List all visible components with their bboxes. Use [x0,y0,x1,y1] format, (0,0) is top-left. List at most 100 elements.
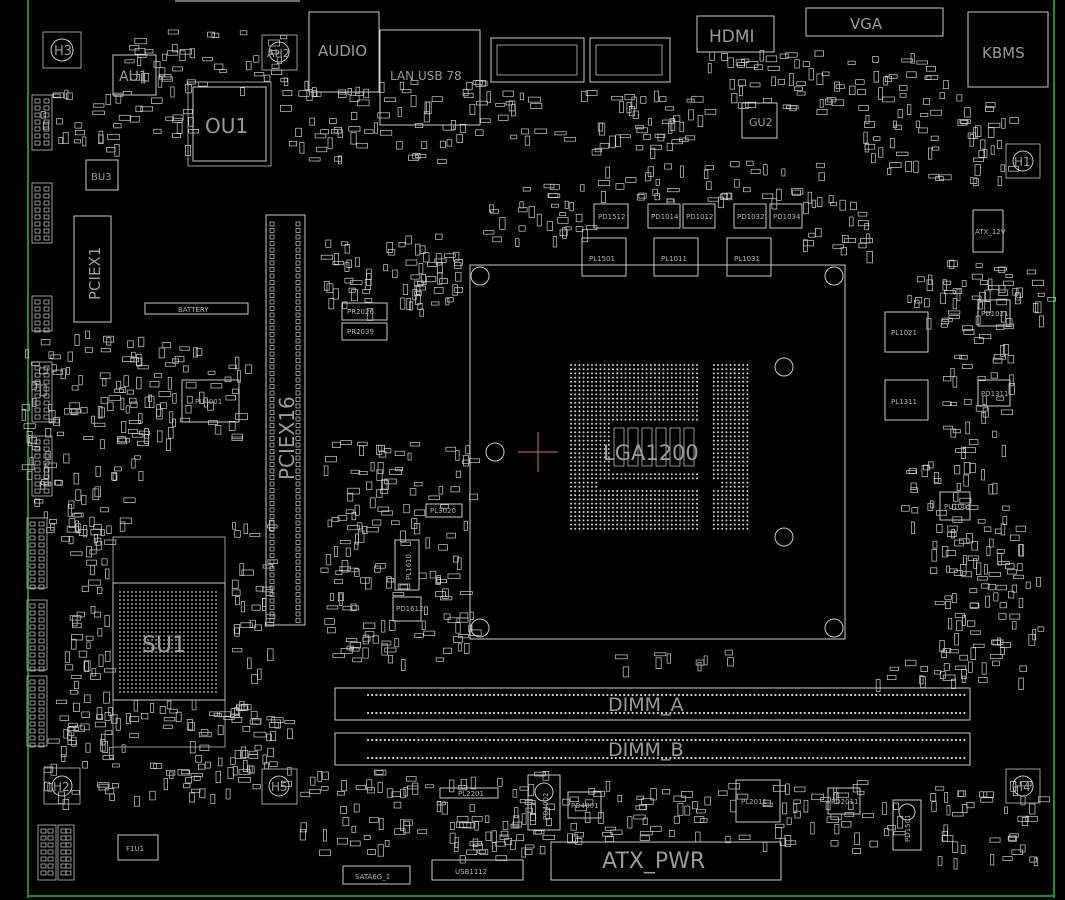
inductor-pl3020: PL3020 [425,503,463,518]
svg-text:DIMM_B: DIMM_B [608,739,684,761]
svg-text:F1U1: F1U1 [126,845,144,853]
mosfet-pd1012: PD1012 [682,203,716,229]
mount-hole-h1: H1 [1005,143,1041,179]
svg-text:PL1011: PL1011 [661,255,687,263]
svg-text:VGA: VGA [850,15,883,33]
svg-text:PL2201: PL2201 [458,790,484,798]
small-components-layer [21,29,1056,881]
inductor-pl1011: PL1011 [653,237,699,277]
usb-port-a [490,37,585,83]
svg-text:SU1: SU1 [142,633,186,658]
svg-text:PD2011: PD2011 [831,798,858,806]
svg-text:SATA6G_1: SATA6G_1 [355,873,390,881]
cpu-socket-outline [469,264,846,640]
svg-text:AH2: AH2 [267,47,290,60]
audio-jack-connector: AUDIO [308,11,380,93]
chip-ou1: OU1 [187,81,272,167]
mosfet-pd1014: PD1014 [647,203,681,229]
inductor-pl2201: PL2201 [439,787,499,799]
fuse-f1u1: F1U1 [117,834,159,861]
svg-text:BATTERY: BATTERY [178,306,209,314]
svg-text:PD1512: PD1512 [598,213,625,221]
mosfet-pd1021: PD1021 [977,299,1011,327]
svg-text:HDMI: HDMI [709,27,755,47]
svg-text:PL3020: PL3020 [430,507,456,515]
svg-text:PD1032: PD1032 [737,213,764,221]
resistor-pr2026: PR2026 [341,302,388,321]
svg-text:ATX_PWR: ATX_PWR [602,849,705,874]
regulator-pu1001: PU1001 [939,491,971,521]
mosfet-pd1032: PD1032 [733,203,767,229]
svg-text:ATX_12V: ATX_12V [975,228,1006,236]
mosfet-pd1512: PD1512 [593,203,629,229]
battery-holder: BATTERY [144,302,249,315]
svg-text:PD1034: PD1034 [773,213,801,221]
inductor-pl2011: PL2011 [735,779,781,823]
svg-text:KBMS: KBMS [982,44,1025,62]
svg-text:PL1311: PL1311 [891,398,917,406]
svg-text:PD1501: PD1501 [904,815,912,842]
mosfet-pd1034: PD1034 [769,203,803,229]
hdmi-connector: HDMI [696,15,775,53]
mount-hole-h2: H2 [43,767,81,805]
svg-text:H4: H4 [1014,780,1031,794]
usb-header: USB1112 [431,859,524,881]
inductor-pl1021: PL1021 [884,311,929,353]
inductor-pl1501: PL1501 [581,237,627,277]
mount-hole-h4: H4 [1005,768,1041,804]
chip-gu2: GU2 [741,102,778,139]
svg-text:PL1031: PL1031 [734,255,760,263]
svg-text:PL1610: PL1610 [405,554,413,580]
mosfet-pd1612: PD1612 [392,596,423,622]
svg-text:USB1112: USB1112 [455,868,487,876]
svg-text:H1: H1 [1014,155,1031,169]
vga-connector: VGA [805,7,944,37]
mount-hole-h3: H3 [42,31,82,69]
svg-text:AU1: AU1 [119,69,148,85]
svg-text:PD1012: PD1012 [686,213,713,221]
usb-port-b [589,37,671,83]
svg-text:OU1: OU1 [205,114,248,138]
svg-text:H3: H3 [54,44,72,59]
mount-hole-ah2: AH2 [261,34,298,71]
mosfet-pd4002: PD4002 [527,774,561,831]
svg-text:PD1021: PD1021 [981,310,1008,318]
inductor-pl1031: PL1031 [726,237,772,277]
mosfet-pd4001: PD4001 [567,791,602,819]
mosfet-pd2011: PD2011 [827,787,861,815]
svg-text:PU1001: PU1001 [944,503,971,511]
chipset-su1: SU1 [112,536,226,748]
svg-text:H5: H5 [271,780,288,794]
chip-bu3: BU3 [85,159,119,191]
inductor-pl1610: PL1610 [394,539,420,591]
svg-text:H2: H2 [53,780,70,794]
cpu-socket-label: LGA1200 [603,441,699,465]
dimm-slot-b: DIMM_B [334,732,971,766]
svg-text:PD1014: PD1014 [651,213,679,221]
svg-text:PD4002: PD4002 [542,793,550,820]
resistor-pr2039: PR2039 [341,322,388,341]
atx-power-connector: ATX_PWR [550,841,782,881]
svg-text:PCIEX1: PCIEX1 [86,247,104,300]
regulator-pu4001: PU4001 [181,379,240,423]
svg-text:BU3: BU3 [91,172,112,183]
svg-text:PCIEX16: PCIEX16 [275,396,299,480]
audio-codec-au1: AU1 [112,54,157,96]
mosfet-pd1311: PD1311 [977,379,1011,407]
cpu-pin-grid [570,364,749,530]
svg-text:DIMM_A: DIMM_A [608,694,684,716]
mosfet-pd1501: PD1501 [892,799,922,851]
svg-text:PD1311: PD1311 [981,390,1008,398]
sata-connector: SATA6G_1 [342,865,411,885]
pciex1-slot: PCIEX1 [73,215,112,323]
svg-text:PU4001: PU4001 [195,398,222,406]
mount-hole-h5: H5 [261,768,298,805]
kbms-connector: KBMS [967,11,1049,88]
svg-text:GU2: GU2 [749,116,773,129]
dimm-slot-a: DIMM_A [334,687,971,721]
pciex16-slot: PCIEX16 [265,214,306,626]
inductor-pl1311: PL1311 [884,379,929,421]
svg-text:PD4001: PD4001 [571,802,598,810]
svg-text:PR2039: PR2039 [347,328,374,336]
